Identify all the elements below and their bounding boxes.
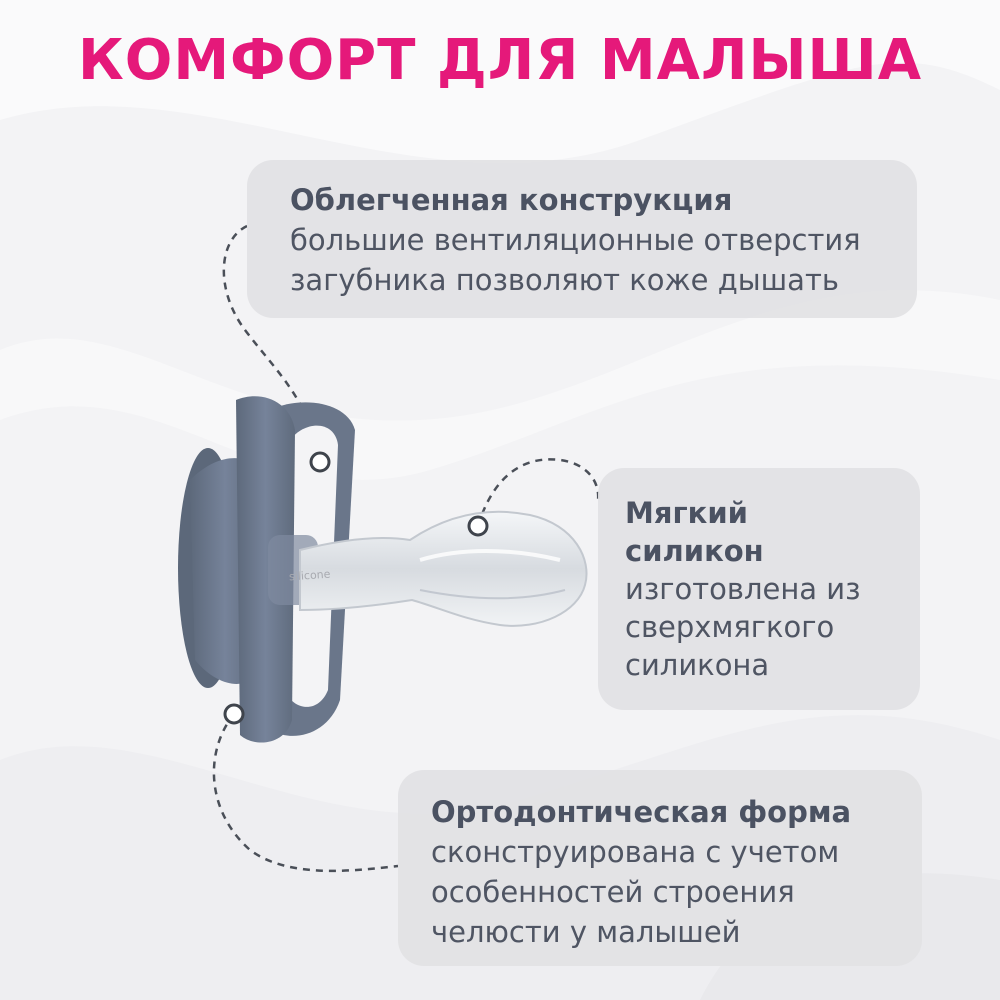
feature-heading: Ортодонтическая форма xyxy=(431,795,852,829)
feature-heading: силикон xyxy=(625,534,764,568)
feature-card-orthodontic: Ортодонтическая форма сконструирована с … xyxy=(398,770,922,966)
feature-card-silicone: Мягкий силикон изготовлена из сверхмягко… xyxy=(598,468,920,710)
feature-text: сверхмягкого xyxy=(625,610,835,644)
feature-text: челюсти у малышей xyxy=(431,915,741,949)
feature-text: загубника позволяют коже дышать xyxy=(290,263,839,297)
feature-text: силикона xyxy=(625,648,770,682)
feature-heading: Облегченная конструкция xyxy=(290,183,733,217)
feature-heading: Мягкий xyxy=(625,496,748,530)
feature-text: сконструирована с учетом xyxy=(431,835,840,869)
feature-text: изготовлена из xyxy=(625,572,861,606)
feature-text: особенностей строения xyxy=(431,875,795,909)
feature-text: большие вентиляционные отверстия xyxy=(290,223,861,257)
page-title: КОМФОРТ ДЛЯ МАЛЫША xyxy=(77,28,923,93)
feature-card-lightweight: Облегченная конструкция большие вентиляц… xyxy=(247,160,917,318)
